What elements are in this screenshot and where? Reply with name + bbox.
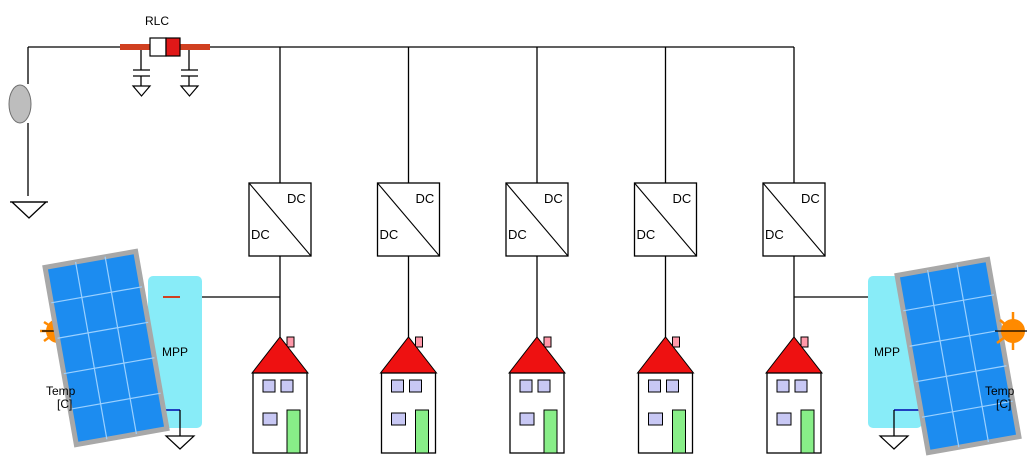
converter-output-label: DC xyxy=(544,191,563,206)
solar-panel-left xyxy=(42,248,170,448)
converter-output-label: DC xyxy=(416,191,435,206)
dc-dc-converter: DC DC xyxy=(376,182,441,257)
temp-label-left: Temp xyxy=(46,384,76,398)
sun-icon xyxy=(995,312,1027,350)
mpp-label-left: MPP xyxy=(162,345,188,359)
converter-output-label: DC xyxy=(287,191,306,206)
pv-array-left: MPP Temp [C] xyxy=(40,248,202,450)
temp-unit-label-right: [C] xyxy=(996,397,1011,411)
ground-symbol-source xyxy=(10,201,48,219)
converter-input-label: DC xyxy=(637,227,656,242)
dc-dc-converter: DC DC xyxy=(633,182,698,257)
house-icon xyxy=(507,336,567,454)
house-icon xyxy=(636,336,695,454)
dc-dc-converter: DC DC xyxy=(762,182,826,257)
converter-output-label: DC xyxy=(673,191,692,206)
mpp-label-right: MPP xyxy=(874,345,900,359)
house-icon xyxy=(764,336,824,454)
rlc-label: RLC xyxy=(145,14,169,28)
converter-input-label: DC xyxy=(765,227,784,242)
house-icon xyxy=(250,336,310,454)
solar-panel-right xyxy=(894,256,1022,456)
pv-array-right: MPP Temp [C] xyxy=(868,256,1027,456)
ground-symbol-pv-left xyxy=(164,435,196,450)
converter-input-label: DC xyxy=(380,227,399,242)
temp-unit-label-left: [C] xyxy=(57,397,72,411)
converter-output-label: DC xyxy=(801,191,820,206)
grid-source xyxy=(8,47,32,196)
converter-input-label: DC xyxy=(251,227,270,242)
ground-symbol-pv-right xyxy=(878,435,910,450)
dc-dc-converter: DC DC xyxy=(248,182,312,257)
dc-dc-converter: DC DC xyxy=(505,182,569,257)
converter-input-label: DC xyxy=(508,227,527,242)
house-icon xyxy=(379,336,438,454)
rlc-line xyxy=(120,37,210,97)
temp-label-right: Temp xyxy=(985,384,1015,398)
